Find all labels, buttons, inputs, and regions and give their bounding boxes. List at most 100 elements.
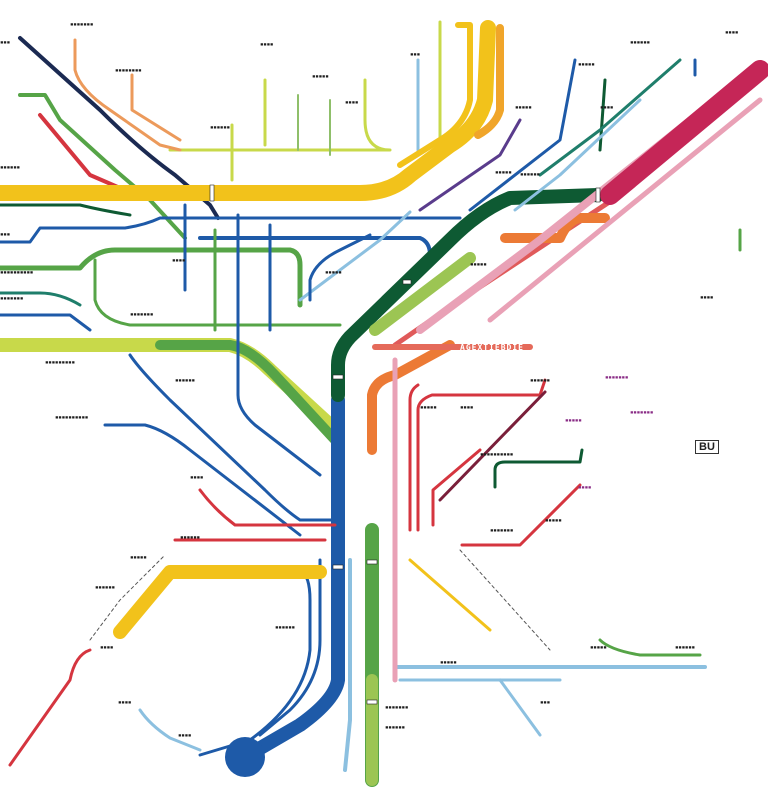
station-label: ▪▪▪▪▪▪▪ [130,311,154,318]
station-label: ▪▪▪▪▪ [325,269,342,276]
route-line-yellow-upper [0,20,496,201]
station-label: ▪▪▪▪ [100,644,114,651]
route-line-navy [18,36,220,220]
station-label: ▪▪▪▪ [600,104,614,111]
route-line-purple-east [418,118,522,212]
station-label: ▪▪▪▪▪▪▪▪▪▪ [0,269,34,276]
station-label: ▪▪▪▪▪ [565,417,582,424]
station-label: ▪▪▪▪▪ [545,517,562,524]
route-line-red-east [408,383,420,532]
station-label: ▪▪▪▪▪▪ [95,584,115,591]
route-line-dashed [459,549,551,651]
route-line-red-mid-left [198,488,337,527]
station-marker[interactable] [402,279,412,285]
station-label: ▪▪▪ [410,51,420,58]
route-line-blue-mid-left [103,423,302,537]
station-label: ▪▪▪▪▪▪ [180,534,200,541]
route-line-blue-diag-c [308,233,372,302]
station-label: ▪▪▪▪▪▪ [675,644,695,651]
station-label: ▪▪▪▪▪ [578,61,595,68]
station-label: ▪▪▪▪▪ [312,73,329,80]
route-line-pink-diag-2 [487,97,763,323]
station-label: ▪▪▪▪ [460,404,474,411]
station-label: ▪▪▪ [0,39,10,46]
route-line-lightblue-diag-se [498,678,542,737]
station-label: ▪▪▪▪▪▪▪ [490,527,514,534]
route-line-green-right [369,252,476,336]
route-line-lightblue-south [343,558,352,772]
station-marker[interactable] [366,699,378,705]
station-label: ▪▪▪▪ [578,484,592,491]
station-label: ▪▪▪▪▪▪▪▪▪▪ [480,451,514,458]
route-line-darkgreen-east-2 [598,78,607,152]
station-label: ▪▪▪ [0,231,10,238]
route-line-orange-upper [130,73,182,142]
station-label: ▪▪▪▪▪▪▪ [630,409,654,416]
route-line-blue-trunk-main [238,393,345,764]
route-line-lime-upper [168,78,392,152]
route-line-yellow-southeast [408,558,492,632]
station-label: ▪▪▪▪▪ [515,104,532,111]
station-label: ▪▪▪▪▪ [420,404,437,411]
route-line-red-box [416,378,547,532]
route-line-maroon-diag [438,390,547,502]
route-line-blue-vertical-a [236,213,322,477]
route-line-darkgreen-left [0,203,132,217]
route-line-yellow-upper-thin [397,22,473,168]
route-line-red-se-2 [431,448,482,527]
station-marker[interactable] [332,374,344,380]
station-label: ▪▪▪▪▪▪ [0,164,20,171]
route-line-green-wide-mid [155,340,340,445]
route-line-blue-lower-left [258,558,322,737]
station-label: ▪▪▪▪▪▪▪ [385,704,409,711]
route-line-teal-west [0,291,82,307]
station-label: ▪▪▪▪▪ [470,261,487,268]
line-banner: AGEXTIEBDIE [460,343,524,352]
route-line-green-west-2 [93,258,342,327]
route-line-lightblue-sw [138,708,202,752]
station-label: ▪▪▪▪▪ [130,554,147,561]
station-label: ▪▪▪ [540,699,550,706]
station-label: ▪▪▪▪▪▪▪▪ [115,67,142,74]
station-label: ▪▪▪▪▪▪ [385,724,405,731]
station-label: ▪▪▪▪▪▪▪ [0,295,24,302]
station-label: ▪▪▪▪▪▪ [275,624,295,631]
route-line-orange-thin [73,38,182,152]
route-line-red-southwest [8,648,92,767]
station-label: ▪▪▪▪▪ [495,169,512,176]
station-marker[interactable] [366,559,378,565]
station-label: ▪▪▪▪ [260,41,274,48]
route-line-blue-east [468,58,577,212]
terminal-station[interactable] [225,737,265,777]
route-line-red-se [460,483,582,547]
station-marker[interactable] [332,564,344,570]
route-line-darkgreen-main [331,188,605,402]
route-line-teal-east [538,58,682,177]
station-label: ▪▪▪▪▪▪▪ [70,21,94,28]
station-label: ▪▪▪▪ [700,294,714,301]
station-label: ▪▪▪▪ [118,699,132,706]
map-badge: BU [695,440,719,454]
route-line-darkgreen-east [493,448,584,489]
station-label: ▪▪▪▪ [345,99,359,106]
station-marker[interactable] [595,187,601,203]
station-marker[interactable] [209,184,215,202]
route-line-green-upper [18,93,187,240]
route-line-yellow-south [113,565,327,639]
station-label: ▪▪▪▪ [172,257,186,264]
route-line-blue-west [0,313,92,332]
station-label: ▪▪▪▪▪ [590,644,607,651]
route-line-lightblue-diag [298,210,412,302]
route-line-green-lower-horiz [598,638,702,657]
station-label: ▪▪▪▪ [190,474,204,481]
route-line-orange-east-2 [500,213,610,243]
route-line-orange-top [474,24,504,139]
route-line-lightblue-east-2 [513,98,642,212]
station-label: ▪▪▪▪ [725,29,739,36]
station-label: ▪▪▪▪ [178,732,192,739]
station-label: ▪▪▪▪▪▪ [175,377,195,384]
station-label: ▪▪▪▪▪▪ [630,39,650,46]
station-label: ▪▪▪▪▪▪ [210,124,230,131]
station-label: ▪▪▪▪▪▪▪▪▪▪ [55,414,89,421]
